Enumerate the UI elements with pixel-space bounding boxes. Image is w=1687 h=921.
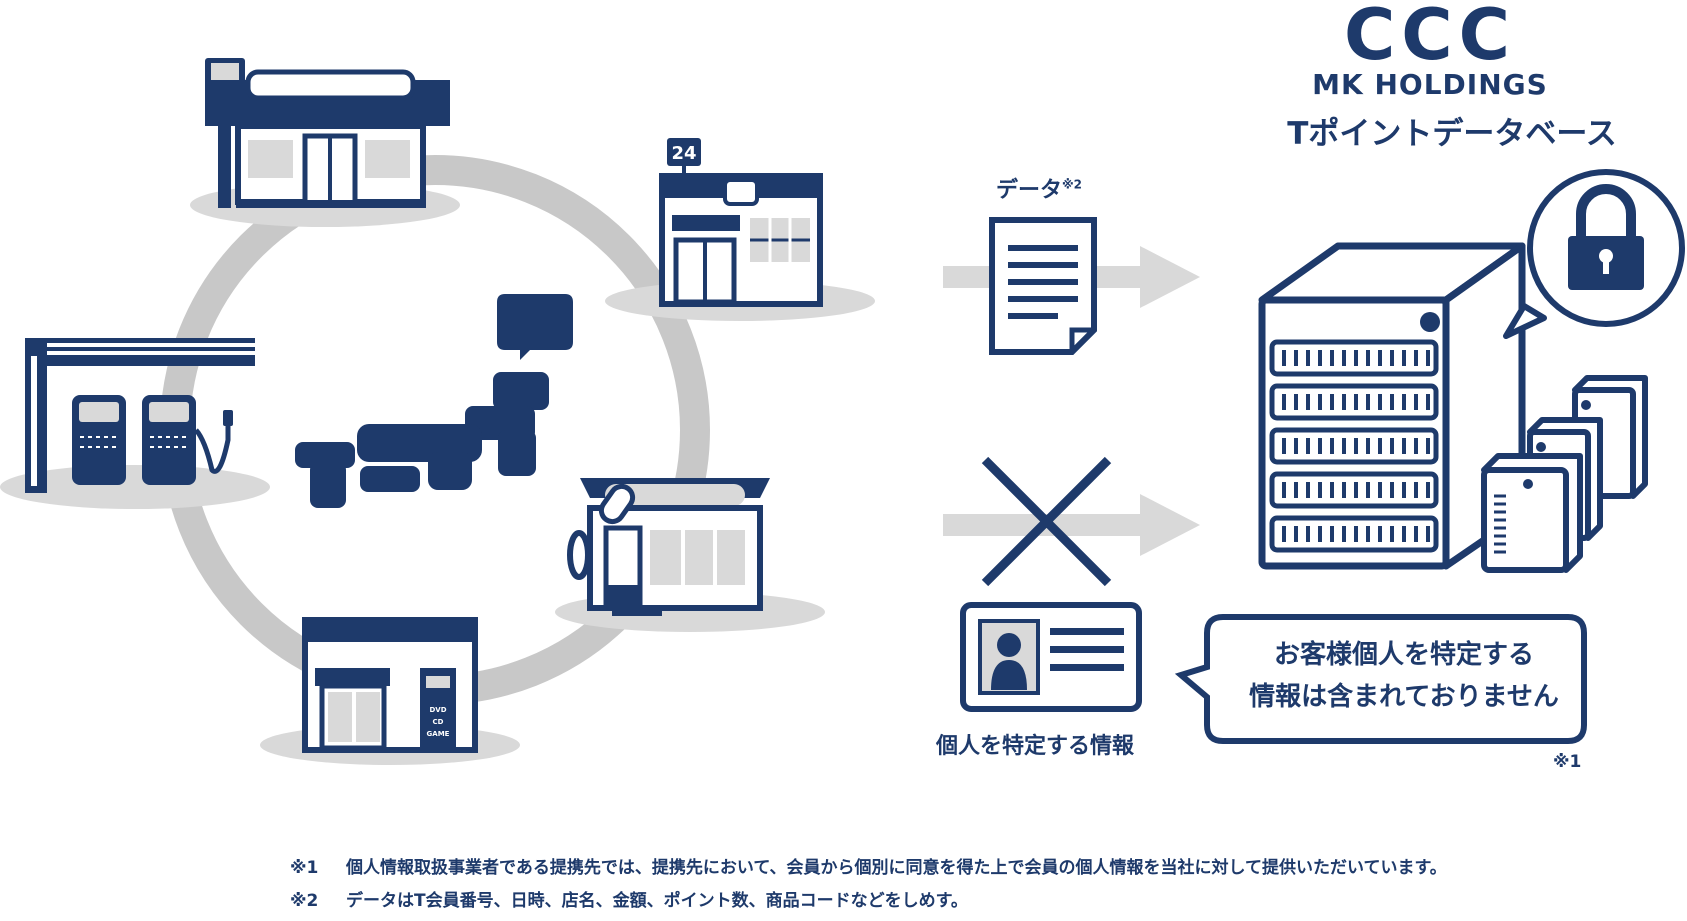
rental-sign-cd: CD xyxy=(433,718,444,726)
logo-ccc: CCC xyxy=(1343,0,1517,76)
drugstore-icon xyxy=(555,478,825,632)
data-document-icon xyxy=(989,217,1097,355)
cross-icon xyxy=(981,456,1112,587)
logo-mk-holdings: MK HOLDINGS xyxy=(1312,68,1548,101)
id-card-icon xyxy=(960,602,1142,712)
hard-drive-icon xyxy=(1481,375,1648,573)
japan-map-icon xyxy=(295,294,573,508)
database-title: Tポイントデータベース xyxy=(1287,116,1617,152)
department-store-icon xyxy=(190,58,460,227)
rental-shop-icon: DVD CD GAME xyxy=(260,617,520,765)
speech-bubble-line-2: 情報は含まれておりません xyxy=(1249,682,1559,712)
rental-sign-dvd: DVD xyxy=(429,706,446,714)
bubble-note-mark: ※1 xyxy=(1553,752,1582,772)
footnotes: ※1 個人情報取扱事業者である提携先では、提携先において、会員から個別に同意を得た… xyxy=(290,852,1447,918)
footnote-2: ※2 データはT会員番号、日時、店名、金額、ポイント数、商品コードなどをしめす。 xyxy=(290,885,1447,918)
speech-bubble-line-1: お客様個人を特定する xyxy=(1273,640,1534,670)
data-label: データ※2 xyxy=(996,172,1082,204)
speech-bubble-text: お客様個人を特定する 情報は含まれておりません xyxy=(1208,634,1600,718)
personal-info-label: 個人を特定する情報 xyxy=(935,734,1134,759)
gas-station-icon xyxy=(0,338,270,509)
store-24-sign: 24 xyxy=(671,143,696,164)
data-label-note: ※2 xyxy=(1062,177,1083,192)
rental-sign-game: GAME xyxy=(427,730,450,738)
footnote-1-text: 個人情報取扱事業者である提携先では、提携先において、会員から個別に同意を得た上で… xyxy=(346,858,1447,878)
footnote-2-mark: ※2 xyxy=(290,891,319,911)
footnote-2-text: データはT会員番号、日時、店名、金額、ポイント数、商品コードなどをしめす。 xyxy=(346,891,968,911)
convenience-store-24h-icon: 24 xyxy=(605,138,875,321)
ccc-mk-holdings-logo: CCC MK HOLDINGS xyxy=(1300,0,1560,100)
speech-bubble xyxy=(1174,614,1587,744)
footnote-1: ※1 個人情報取扱事業者である提携先では、提携先において、会員から個別に同意を得た… xyxy=(290,852,1447,885)
data-label-text: データ xyxy=(996,178,1063,203)
footnote-1-mark: ※1 xyxy=(290,858,319,878)
lock-icon xyxy=(1503,169,1685,339)
